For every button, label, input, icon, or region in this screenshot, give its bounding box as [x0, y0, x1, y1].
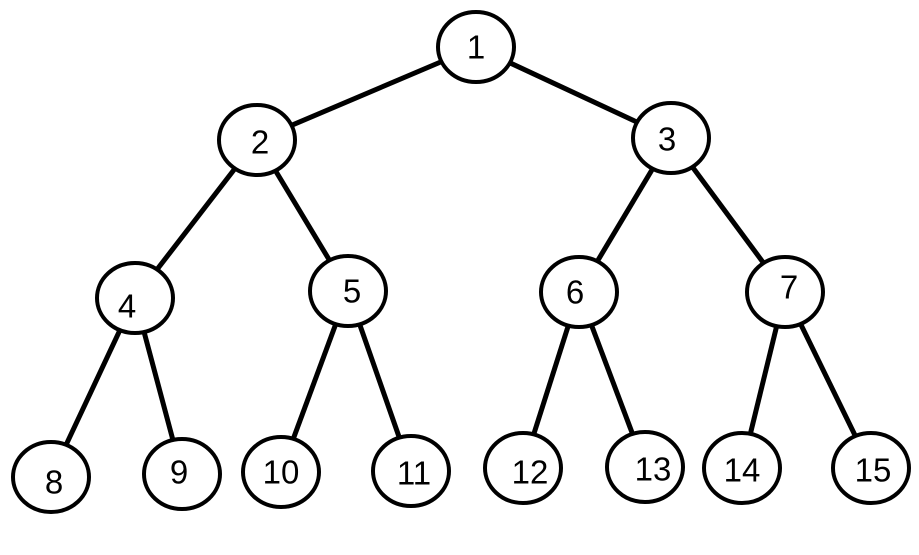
node-label: 8 — [45, 464, 63, 501]
node-label: 1 — [467, 29, 485, 66]
tree-node-8: 8 — [11, 440, 91, 514]
node-label: 14 — [724, 452, 761, 489]
node-label: 9 — [170, 454, 188, 491]
node-circle — [11, 440, 91, 514]
node-label: 13 — [635, 451, 672, 488]
node-label: 12 — [512, 454, 549, 491]
node-label: 5 — [343, 273, 361, 310]
node-circle — [371, 434, 451, 508]
node-circle — [308, 254, 388, 328]
node-label: 15 — [855, 452, 892, 489]
node-circle — [539, 255, 619, 329]
node-circle — [483, 431, 563, 505]
tree-node-5: 5 — [308, 254, 388, 328]
tree-node-6: 6 — [539, 255, 619, 329]
tree-node-14: 14 — [702, 431, 782, 505]
tree-node-11: 11 — [371, 434, 451, 508]
tree-node-1: 1 — [436, 10, 516, 84]
node-label: 6 — [566, 274, 584, 311]
node-label: 4 — [118, 288, 136, 325]
tree-node-10: 10 — [241, 435, 321, 509]
tree-node-7: 7 — [745, 255, 825, 329]
node-circle — [605, 430, 685, 504]
node-circle — [436, 10, 516, 84]
node-circle — [95, 261, 175, 335]
node-label: 3 — [658, 121, 676, 158]
node-label: 7 — [780, 269, 798, 306]
node-circle — [702, 431, 782, 505]
tree-node-9: 9 — [142, 437, 222, 511]
tree-node-4: 4 — [95, 261, 175, 335]
tree-node-12: 12 — [483, 431, 563, 505]
tree-node-2: 2 — [217, 103, 297, 177]
node-circle — [142, 437, 222, 511]
node-circle — [745, 255, 825, 329]
node-label: 11 — [397, 455, 431, 492]
tree-node-13: 13 — [605, 430, 685, 504]
node-circle — [831, 431, 911, 505]
node-circle — [631, 101, 711, 175]
node-circle — [241, 435, 321, 509]
node-circle — [217, 103, 297, 177]
node-label: 2 — [251, 124, 269, 161]
tree-node-3: 3 — [631, 101, 711, 175]
tree-edge-1-2 — [256, 44, 477, 143]
tree-node-15: 15 — [831, 431, 911, 505]
node-label: 10 — [263, 454, 300, 491]
